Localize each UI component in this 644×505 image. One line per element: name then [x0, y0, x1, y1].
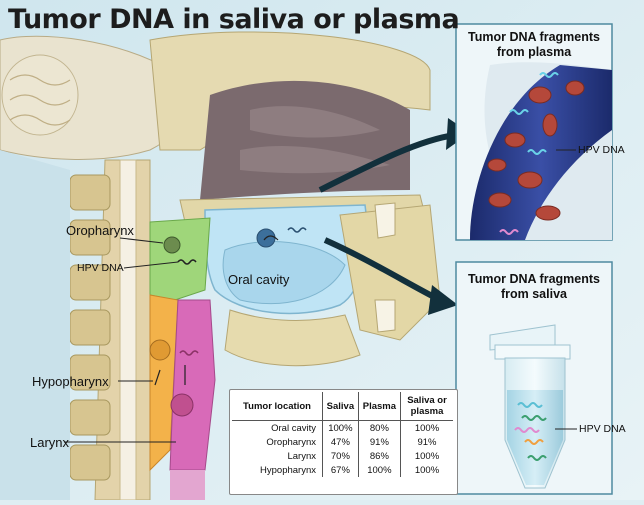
- hypopharynx-region: [149, 294, 179, 472]
- header-saliva: Saliva: [322, 392, 359, 421]
- header-plasma: Plasma: [357, 392, 401, 421]
- cell-location: Hypopharynx: [260, 464, 316, 476]
- trachea: [170, 470, 205, 500]
- header-saliva-or-plasma: Saliva or plasma: [400, 392, 453, 421]
- arrow-head-saliva: [428, 285, 458, 315]
- saliva-panel-title: Tumor DNA fragments from saliva: [456, 272, 612, 302]
- hypopharynx-tumor: [149, 339, 171, 361]
- cell-either: 100%: [400, 420, 453, 435]
- cell-plasma: 86%: [357, 449, 401, 463]
- dna-fragment: [179, 350, 199, 356]
- cell-location: Oropharynx: [266, 436, 316, 448]
- label-oral-cavity: Oral cavity: [228, 272, 290, 287]
- cell-plasma: 100%: [357, 463, 401, 477]
- results-table: Tumor location Saliva Plasma Saliva or p…: [232, 392, 453, 477]
- leader-oropharynx: [119, 237, 164, 244]
- label-hypopharynx: Hypopharynx: [32, 374, 109, 389]
- teeth: [374, 202, 396, 333]
- table-row: Oropharynx 47% 91% 91%: [232, 435, 453, 449]
- cell-saliva: 47%: [322, 435, 359, 449]
- dna-arrow: [263, 235, 279, 241]
- cell-saliva: 100%: [322, 420, 359, 435]
- dna-fragment: [287, 227, 307, 233]
- cell-either: 100%: [400, 463, 453, 477]
- arrow-to-plasma: [318, 132, 456, 193]
- plasma-title-line1: Tumor DNA fragments: [468, 30, 600, 44]
- oropharynx-region: [149, 217, 211, 301]
- table-header-row: Tumor location Saliva Plasma Saliva or p…: [232, 392, 453, 421]
- leader-hpv-dna: [123, 261, 179, 269]
- mandible: [224, 309, 361, 367]
- vertebrae: [69, 174, 111, 481]
- saliva-title-line1: Tumor DNA fragments: [468, 272, 600, 286]
- larynx-region: [169, 299, 216, 471]
- cerebellum: [1, 54, 79, 136]
- nasal-turbinate: [240, 145, 390, 174]
- cell-location: Oral cavity: [271, 422, 316, 434]
- saliva-title-line2: from saliva: [500, 287, 567, 301]
- plasma-panel-title: Tumor DNA fragments from plasma: [456, 30, 612, 60]
- cell-either: 100%: [400, 449, 453, 463]
- spinal-cord: [119, 159, 137, 501]
- header-tumor-location: Tumor location: [232, 392, 323, 421]
- nasal-turbinate: [250, 106, 380, 138]
- cell-saliva: 67%: [322, 463, 359, 477]
- dna-arrow: [154, 369, 161, 386]
- label-oropharynx: Oropharynx: [66, 223, 134, 238]
- cell-plasma: 91%: [357, 435, 401, 449]
- label-saliva-hpv-dna: HPV DNA: [579, 423, 626, 435]
- table-row: Larynx 70% 86% 100%: [232, 449, 453, 463]
- cerebellum-folds: [9, 74, 71, 126]
- label-plasma-hpv-dna: HPV DNA: [578, 144, 625, 156]
- table-row: Hypopharynx 67% 100% 100%: [232, 463, 453, 477]
- oropharynx-tumor: [163, 236, 181, 254]
- tube-cap: [494, 344, 571, 360]
- table-row: Oral cavity 100% 80% 100%: [232, 420, 453, 435]
- dna-fragments-saliva: [514, 402, 547, 461]
- red-blood-cells: [487, 80, 585, 221]
- label-hpv-dna-throat: HPV DNA: [77, 262, 124, 274]
- dna-fragment: [177, 259, 197, 265]
- tongue: [222, 241, 346, 305]
- dna-fragments-plasma: [499, 72, 559, 235]
- cell-either: 91%: [400, 435, 453, 449]
- larynx-tumor: [170, 393, 194, 417]
- plasma-title-line2: from plasma: [496, 45, 572, 59]
- arrow-to-saliva: [323, 237, 442, 303]
- page-title: Tumor DNA in saliva or plasma: [8, 4, 460, 35]
- saliva-sample: [507, 390, 563, 485]
- cell-saliva: 70%: [322, 449, 359, 463]
- cell-location: Larynx: [287, 450, 316, 462]
- nasal-cavity: [200, 80, 410, 200]
- label-larynx: Larynx: [30, 435, 70, 450]
- cell-plasma: 80%: [357, 420, 401, 435]
- neck-tissue: [0, 150, 70, 500]
